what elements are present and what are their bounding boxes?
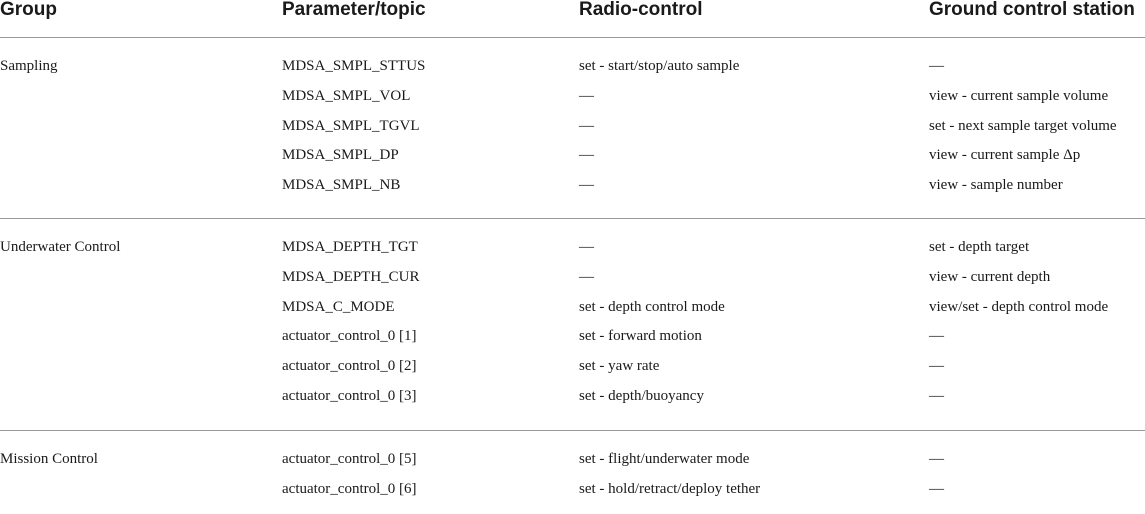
ground-control-cell: view/set - depth control mode xyxy=(929,298,1109,315)
ground-control-cell: — xyxy=(929,451,944,467)
group-name-cell: Sampling xyxy=(0,58,58,74)
parameter-cell: actuator_control_0 [6] xyxy=(282,480,417,497)
parameter-cell: MDSA_SMPL_STTUS xyxy=(282,58,426,74)
radio-control-cell: — xyxy=(579,117,594,134)
radio-control-cell: — xyxy=(579,87,594,104)
parameter-cell: actuator_control_0 [5] xyxy=(282,451,417,467)
ground-control-cell: view - current sample volume xyxy=(929,87,1109,104)
table-row: MDSA_SMPL_DP — view - current sample Δp xyxy=(0,146,1145,170)
radio-control-cell: set - depth/buoyancy xyxy=(579,388,704,404)
radio-control-cell: set - yaw rate xyxy=(579,358,660,375)
ground-control-cell: — xyxy=(929,480,944,497)
parameter-cell: actuator_control_0 [2] xyxy=(282,358,417,375)
radio-control-cell: set - start/stop/auto sample xyxy=(579,58,740,74)
radio-control-cell: set - depth control mode xyxy=(579,298,725,315)
header-parameter-topic: Parameter/topic xyxy=(282,0,426,20)
table-row: MDSA_C_MODE set - depth control mode view/… xyxy=(0,298,1145,322)
table-row: actuator_control_0 [2] set - yaw rate — xyxy=(0,357,1145,381)
table-body: Sampling MDSA_SMPL_STTUS set - start/stop/… xyxy=(0,38,1145,514)
ground-control-cell: — xyxy=(929,358,944,375)
table-row: Sampling MDSA_SMPL_STTUS set - start/stop/… xyxy=(0,57,1145,81)
table-row: actuator_control_0 [6] set - hold/retract… xyxy=(0,480,1145,504)
header-ground-control-station: Ground control station xyxy=(929,0,1135,20)
table-group: Sampling MDSA_SMPL_STTUS set - start/stop/… xyxy=(0,38,1145,219)
radio-control-cell: set - flight/underwater mode xyxy=(579,451,750,467)
table-row: Mission Control actuator_control_0 [5] set… xyxy=(0,450,1145,474)
ground-control-cell: view - sample number xyxy=(929,177,1063,194)
parameter-cell: MDSA_SMPL_VOL xyxy=(282,87,411,104)
radio-control-cell: — xyxy=(579,268,594,285)
table-row: actuator_control_0 [3] set - depth/buoyan… xyxy=(0,387,1145,411)
parameter-cell: MDSA_SMPL_TGVL xyxy=(282,117,420,134)
radio-control-cell: set - hold/retract/deploy tether xyxy=(579,480,761,497)
ground-control-cell: — xyxy=(929,388,944,404)
radio-control-cell: set - forward motion xyxy=(579,328,702,345)
group-name-cell: Mission Control xyxy=(0,451,98,467)
parameter-cell: MDSA_C_MODE xyxy=(282,298,395,315)
ground-control-cell: view - current depth xyxy=(929,268,1051,285)
radio-control-cell: — xyxy=(579,147,594,164)
ground-control-cell: set - depth target xyxy=(929,239,1030,255)
table-row: MDSA_SMPL_NB — view - sample number xyxy=(0,176,1145,200)
ground-control-cell: set - next sample target volume xyxy=(929,117,1117,134)
header-group: Group xyxy=(0,0,57,20)
table-group: Mission Control actuator_control_0 [5] set… xyxy=(0,431,1145,514)
parameter-cell: MDSA_DEPTH_CUR xyxy=(282,268,420,285)
table-row: Underwater Control MDSA_DEPTH_TGT — set - d… xyxy=(0,238,1145,262)
table-row: MDSA_DEPTH_CUR — view - current depth xyxy=(0,268,1145,292)
table-group: Underwater Control MDSA_DEPTH_TGT — set - d… xyxy=(0,219,1145,431)
table-header: Group Parameter/topic Radio-control Grou… xyxy=(0,0,1145,38)
table-row: actuator_control_0 [1] set - forward moti… xyxy=(0,327,1145,351)
ground-control-cell: — xyxy=(929,58,944,74)
parameter-cell: actuator_control_0 [1] xyxy=(282,328,417,345)
table-row: MDSA_SMPL_TGVL — set - next sample target … xyxy=(0,117,1145,141)
group-name-cell: Underwater Control xyxy=(0,239,121,255)
parameter-cell: MDSA_DEPTH_TGT xyxy=(282,239,418,255)
radio-control-cell: — xyxy=(579,177,594,194)
parameter-cell: MDSA_SMPL_DP xyxy=(282,147,399,164)
radio-control-cell: — xyxy=(579,239,594,255)
parameter-cell: actuator_control_0 [3] xyxy=(282,388,417,404)
header-radio-control: Radio-control xyxy=(579,0,703,20)
ground-control-cell: view - current sample Δp xyxy=(929,147,1081,164)
parameter-cell: MDSA_SMPL_NB xyxy=(282,177,401,194)
table-row: MDSA_SMPL_VOL — view - current sample volu… xyxy=(0,87,1145,111)
ground-control-cell: — xyxy=(929,328,944,345)
